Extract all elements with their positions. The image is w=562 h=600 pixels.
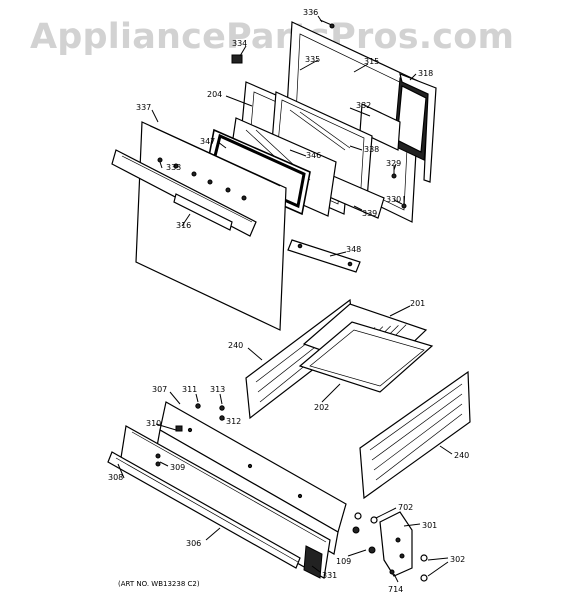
part-308-drawer-handle xyxy=(107,451,301,569)
label-302: 302 xyxy=(450,555,465,564)
label-109: 109 xyxy=(336,557,351,566)
label-331: 331 xyxy=(322,571,337,580)
label-702: 702 xyxy=(398,503,413,512)
part-302-screw-b xyxy=(420,574,428,582)
part-330-screw xyxy=(401,203,407,209)
part-309-screw xyxy=(155,453,161,459)
label-240a: 240 xyxy=(228,341,243,350)
label-204: 204 xyxy=(207,90,222,99)
part-337-door-outer-panel xyxy=(135,121,287,331)
label-318: 318 xyxy=(418,69,433,78)
part-714-screw xyxy=(389,569,395,575)
part-313-screw xyxy=(219,405,225,411)
part-334-clip xyxy=(231,54,243,64)
part-301-drawer-bracket xyxy=(379,511,413,577)
part-310-clip xyxy=(175,425,183,432)
label-240b: 240 xyxy=(454,451,469,460)
label-339: 339 xyxy=(362,209,377,218)
label-330: 330 xyxy=(386,195,401,204)
part-336-screw xyxy=(319,19,335,29)
label-311: 311 xyxy=(182,385,197,394)
part-316-door-handle xyxy=(111,149,257,237)
label-348: 348 xyxy=(346,245,361,254)
part-329-screw xyxy=(391,173,397,179)
part-202-broiler-pan xyxy=(298,321,434,393)
label-202: 202 xyxy=(314,403,329,412)
label-332: 332 xyxy=(356,101,371,110)
label-309: 309 xyxy=(170,463,185,472)
part-302-screw xyxy=(420,554,428,562)
label-336: 336 xyxy=(303,8,318,17)
label-338: 338 xyxy=(364,145,379,154)
part-labels: 336 334 335 315 318 204 337 332 347 346 … xyxy=(108,8,469,594)
label-316: 316 xyxy=(176,221,191,230)
part-306-drawer-panel xyxy=(119,425,331,579)
label-313: 313 xyxy=(210,385,225,394)
label-346: 346 xyxy=(306,151,321,160)
label-334: 334 xyxy=(232,39,247,48)
watermark-text: AppliancePartsPros.com xyxy=(30,17,514,57)
part-318-door-hinge-strip xyxy=(399,73,437,183)
label-333: 333 xyxy=(166,163,181,172)
label-714: 714 xyxy=(388,585,403,594)
label-312: 312 xyxy=(226,417,241,426)
part-702-nuts xyxy=(352,512,378,534)
label-306: 306 xyxy=(186,539,201,548)
label-301: 301 xyxy=(422,521,437,530)
part-109-washer xyxy=(368,546,376,554)
label-347: 347 xyxy=(200,137,215,146)
art-number: (ART NO. WB13238 C2) xyxy=(118,580,200,588)
label-329: 329 xyxy=(386,159,401,168)
label-308: 308 xyxy=(108,473,123,482)
label-335: 335 xyxy=(305,55,320,64)
label-307: 307 xyxy=(152,385,167,394)
part-311-screw xyxy=(195,403,201,409)
leader-lines xyxy=(117,15,453,583)
part-309-screw-b xyxy=(155,461,161,467)
part-240-right-side-panel xyxy=(359,370,471,500)
label-310: 310 xyxy=(146,419,161,428)
label-337: 337 xyxy=(136,103,151,112)
label-315: 315 xyxy=(364,57,379,66)
label-201: 201 xyxy=(410,299,425,308)
